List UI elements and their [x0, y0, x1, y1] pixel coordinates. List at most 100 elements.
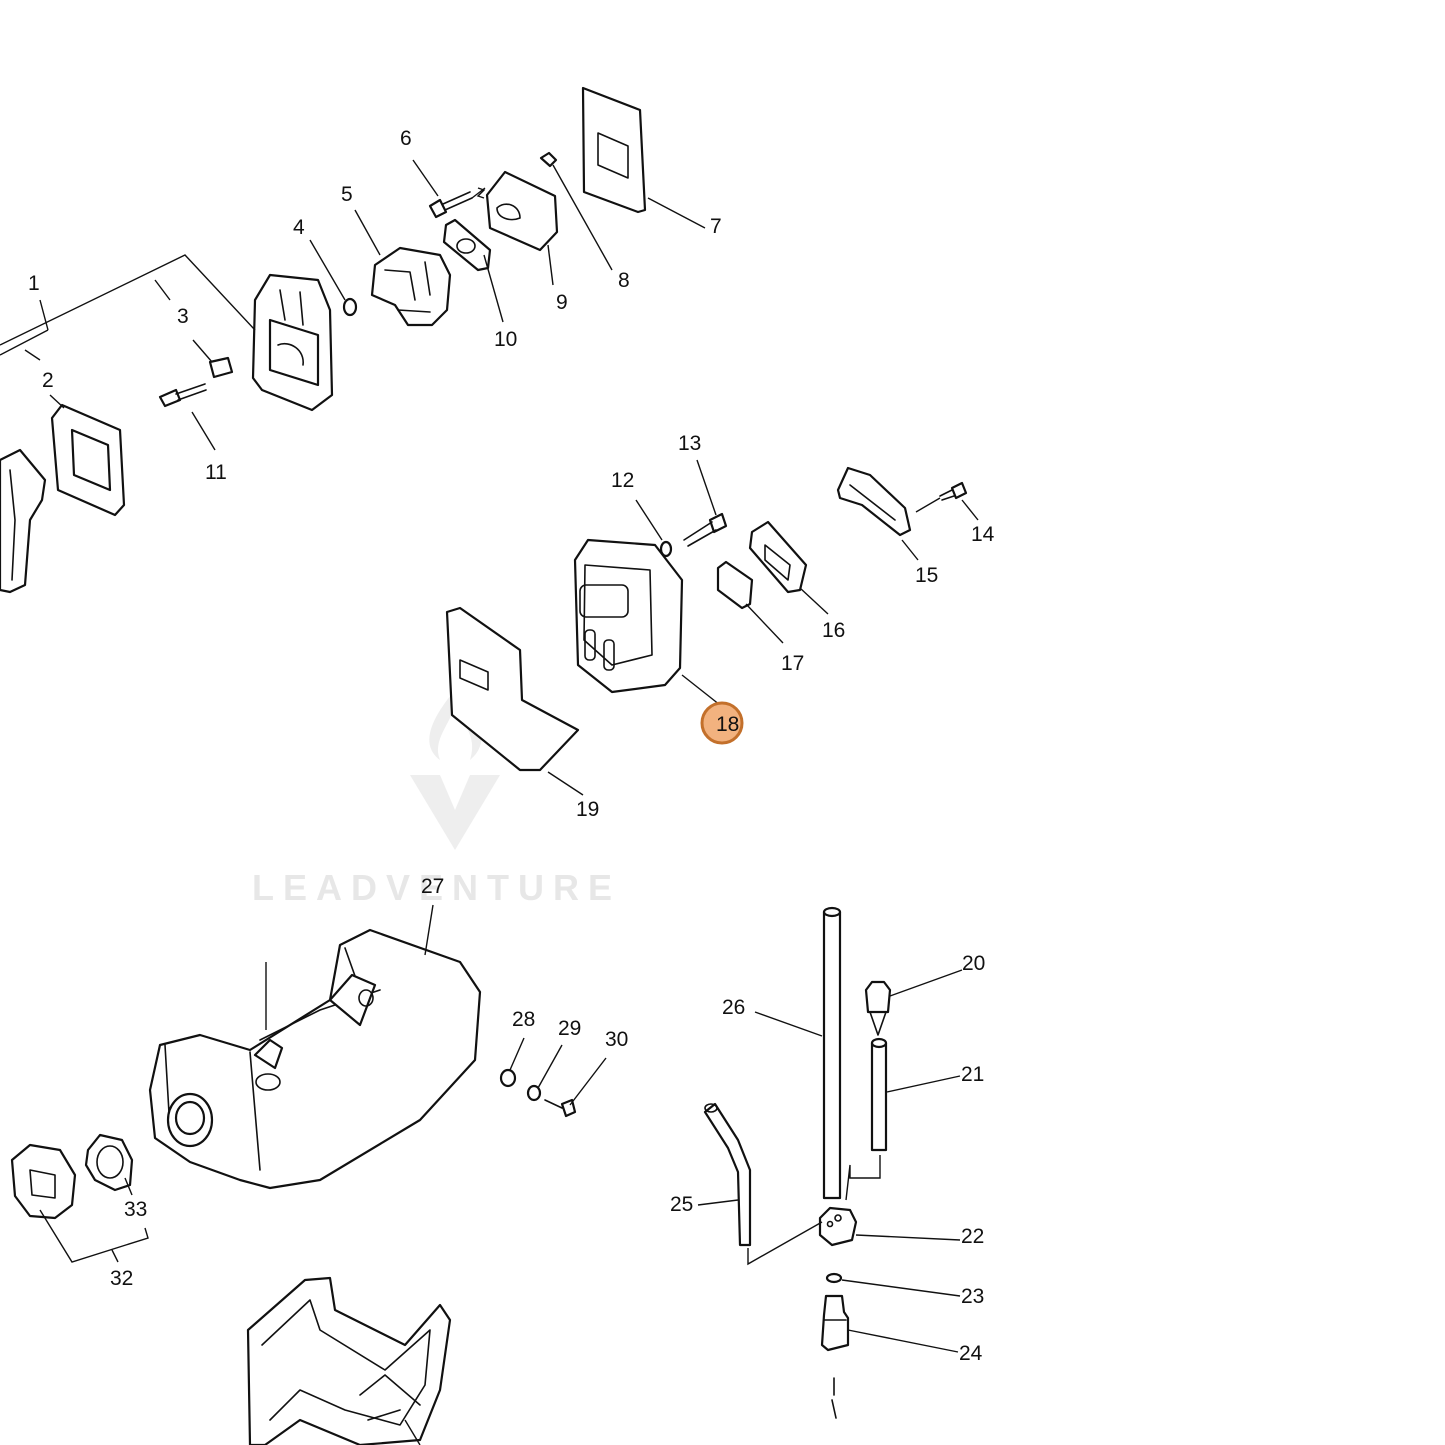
part-nut-8 [539, 151, 558, 168]
leader-lines [0, 159, 979, 1445]
svg-text:29: 29 [558, 1017, 581, 1040]
callout-29[interactable]: 29 [558, 1017, 581, 1040]
part-strainer-line [831, 1377, 837, 1419]
svg-text:24: 24 [959, 1342, 983, 1365]
part-air-filter-element [50, 403, 126, 517]
callout-21[interactable]: 21 [961, 1063, 984, 1086]
watermark-logo: LEADVENTURE [252, 690, 621, 908]
part-gasket-16 [748, 520, 808, 594]
part-plate-17 [716, 560, 754, 610]
part-o-ring-4 [342, 297, 358, 317]
svg-text:11: 11 [205, 461, 227, 484]
callout-16[interactable]: 16 [822, 619, 845, 642]
part-washer-12 [659, 540, 673, 558]
callout-4[interactable]: 4 [293, 216, 305, 239]
callout-15[interactable]: 15 [915, 564, 938, 587]
callout-18[interactable]: 18 [716, 713, 739, 736]
callout-23[interactable]: 23 [961, 1285, 984, 1308]
callout-9[interactable]: 9 [556, 291, 568, 314]
svg-text:18: 18 [716, 713, 739, 736]
callout-33[interactable]: 33 [124, 1198, 147, 1221]
svg-text:12: 12 [611, 469, 634, 492]
part-carburetor [370, 246, 452, 327]
svg-text:13: 13 [678, 432, 701, 455]
svg-text:3: 3 [177, 305, 189, 328]
svg-text:15: 15 [915, 564, 938, 587]
svg-text:4: 4 [293, 216, 305, 239]
callout-1[interactable]: 1 [28, 272, 40, 295]
callout-8[interactable]: 8 [618, 269, 630, 292]
part-screw-30 [544, 1098, 577, 1118]
part-insulator-9 [485, 170, 559, 252]
part-fuel-pipe-26 [822, 906, 842, 1200]
highlight-marker [700, 701, 744, 745]
svg-text:7: 7 [710, 215, 722, 238]
callout-2[interactable]: 2 [42, 369, 54, 392]
part-fuel-cap-32 [10, 1143, 77, 1220]
callout-25[interactable]: 25 [670, 1193, 693, 1216]
callout-11[interactable]: 11 [205, 461, 227, 484]
part-washer-29 [526, 1084, 542, 1102]
callout-10[interactable]: 10 [494, 328, 517, 351]
callout-7[interactable]: 7 [710, 215, 722, 238]
svg-text:20: 20 [962, 952, 985, 975]
svg-text:21: 21 [961, 1063, 984, 1086]
callout-5[interactable]: 5 [341, 183, 353, 206]
svg-text:22: 22 [961, 1225, 984, 1248]
svg-text:19: 19 [576, 798, 599, 821]
part-gasket-7 [581, 86, 647, 214]
svg-text:23: 23 [961, 1285, 984, 1308]
callout-28[interactable]: 28 [512, 1008, 535, 1031]
callout-3[interactable]: 3 [177, 305, 189, 328]
svg-text:16: 16 [822, 619, 845, 642]
part-muffler-cover-19 [445, 606, 580, 772]
part-hose-21 [870, 1037, 888, 1152]
callout-labels: 1 2 3 4 5 6 7 8 9 10 11 12 13 14 15 16 1… [28, 127, 995, 1365]
part-hose-25 [703, 1102, 752, 1247]
callout-14[interactable]: 14 [971, 523, 995, 546]
svg-text:25: 25 [670, 1193, 693, 1216]
part-gasket-10 [442, 218, 492, 272]
callout-13[interactable]: 13 [678, 432, 701, 455]
part-filter-24 [820, 1294, 850, 1352]
part-bolt-13 [683, 512, 728, 547]
svg-text:10: 10 [494, 328, 517, 351]
callout-32[interactable]: 32 [110, 1267, 133, 1290]
part-cap-20 [864, 980, 892, 1036]
watermark-text: LEADVENTURE [252, 867, 621, 908]
callout-20[interactable]: 20 [962, 952, 985, 975]
part-cap-gasket-33 [84, 1133, 134, 1192]
part-small-collar [208, 356, 234, 379]
part-air-cleaner-case [0, 448, 47, 594]
callout-27[interactable]: 27 [421, 875, 444, 898]
callout-12[interactable]: 12 [611, 469, 634, 492]
part-washer-28 [499, 1068, 517, 1088]
callout-6[interactable]: 6 [400, 127, 412, 150]
part-air-cleaner-cover [251, 273, 334, 412]
part-bracket-15 [836, 466, 912, 537]
part-o-ring-23 [825, 1272, 843, 1284]
callout-17[interactable]: 17 [781, 652, 804, 675]
part-screw-14 [939, 481, 968, 501]
callout-19[interactable]: 19 [576, 798, 599, 821]
svg-text:2: 2 [42, 369, 54, 392]
svg-text:8: 8 [618, 269, 630, 292]
callout-24[interactable]: 24 [959, 1342, 983, 1365]
svg-text:32: 32 [110, 1267, 133, 1290]
svg-text:30: 30 [605, 1028, 628, 1051]
svg-text:9: 9 [556, 291, 568, 314]
svg-text:27: 27 [421, 875, 444, 898]
part-bolt-6 [428, 191, 473, 219]
callout-22[interactable]: 22 [961, 1225, 984, 1248]
callout-26[interactable]: 26 [722, 996, 745, 1019]
part-muffler-18 [573, 538, 684, 694]
callout-30[interactable]: 30 [605, 1028, 628, 1051]
svg-text:33: 33 [124, 1198, 147, 1221]
svg-text:26: 26 [722, 996, 745, 1019]
part-screw-11 [158, 383, 207, 408]
svg-text:5: 5 [341, 183, 353, 206]
svg-text:6: 6 [400, 127, 412, 150]
part-frame-bottom [246, 1276, 452, 1445]
svg-text:1: 1 [28, 272, 40, 295]
